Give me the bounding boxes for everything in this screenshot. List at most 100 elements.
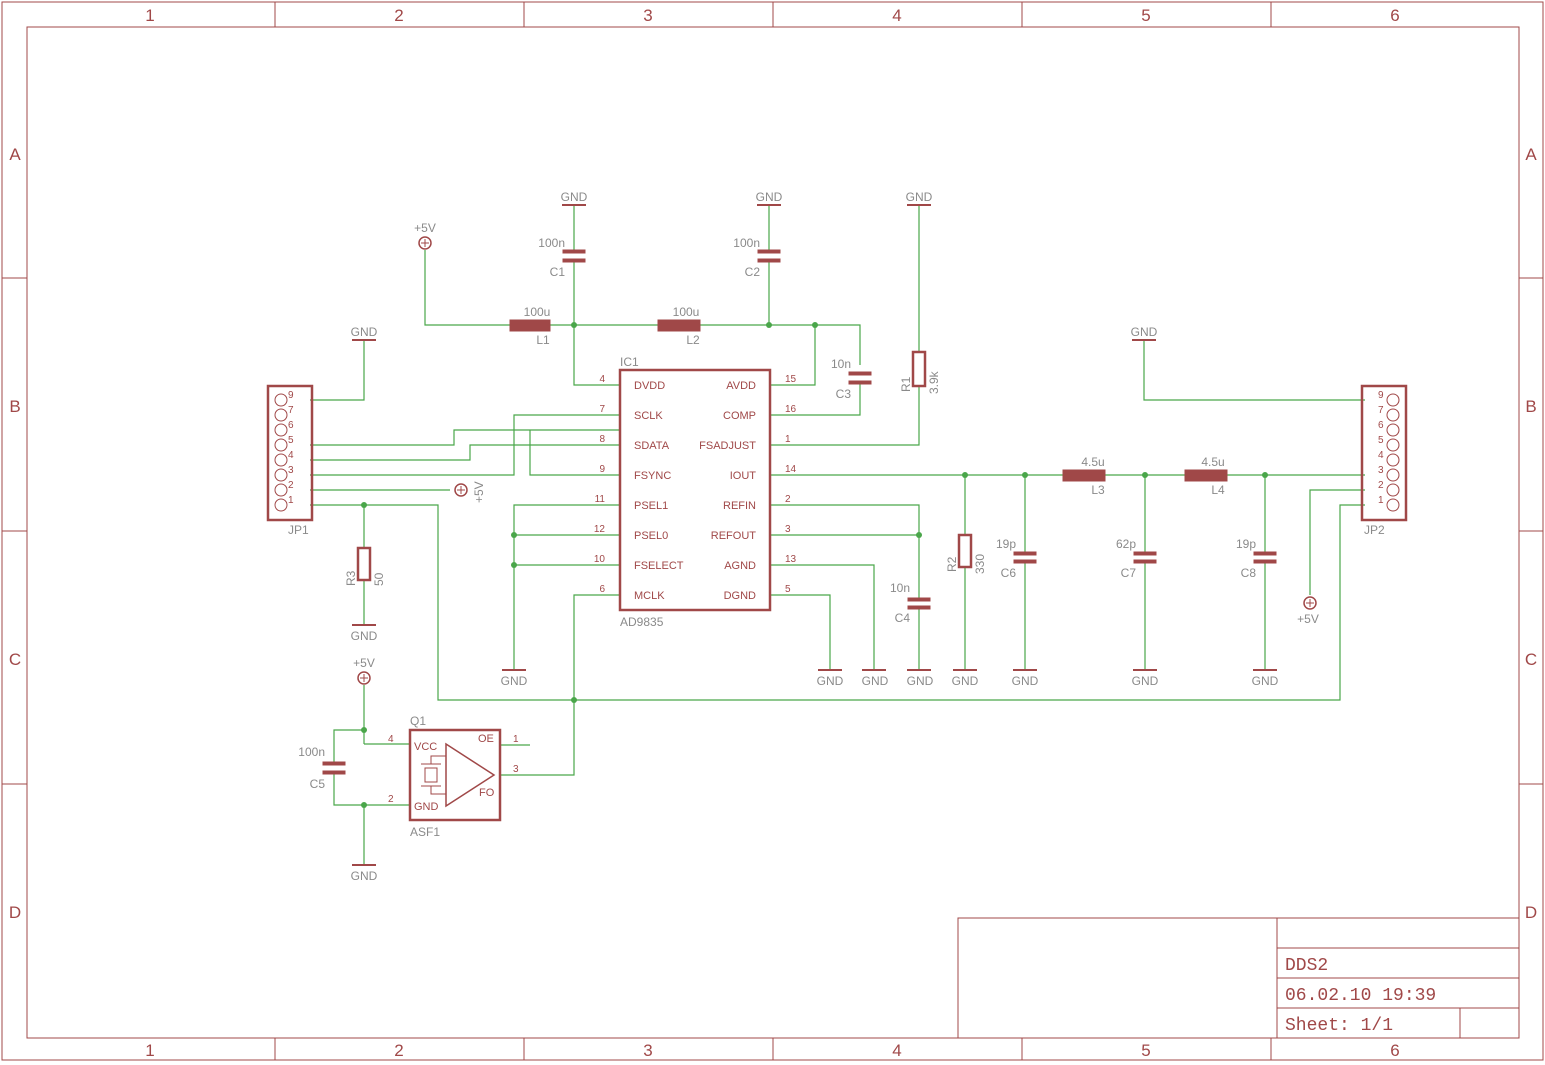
- svg-text:3: 3: [288, 465, 294, 476]
- svg-text:330: 330: [973, 554, 987, 574]
- svg-text:GND: GND: [351, 869, 378, 883]
- resistor-r3[interactable]: R3 50: [344, 546, 386, 586]
- drawing-title: DDS2: [1285, 956, 1328, 976]
- row-label-left: D: [9, 903, 21, 922]
- svg-text:9: 9: [1378, 390, 1384, 401]
- capacitor-c4[interactable]: 10n C4: [890, 581, 931, 625]
- col-label-top: 4: [892, 6, 901, 25]
- gnd-symbol: GND: [351, 325, 378, 341]
- ic1-pinnum: 15: [785, 374, 797, 385]
- svg-text:3: 3: [1378, 465, 1384, 476]
- svg-text:GND: GND: [817, 674, 844, 688]
- svg-text:GND: GND: [351, 629, 378, 643]
- wires: [310, 205, 1365, 865]
- gnd-symbol: GND: [817, 669, 844, 688]
- svg-text:+5V: +5V: [414, 221, 436, 235]
- svg-text:C1: C1: [550, 265, 566, 279]
- title-block: DDS2 06.02.10 19:39 Sheet: 1/1: [957, 917, 1520, 1039]
- row-label-right: B: [1525, 397, 1536, 416]
- ic1-pinnum: 14: [785, 464, 797, 475]
- ic1-pinnum: 16: [785, 404, 797, 415]
- svg-text:GND: GND: [501, 674, 528, 688]
- svg-text:GND: GND: [952, 674, 979, 688]
- svg-text:GND: GND: [561, 190, 588, 204]
- col-label-top: 2: [394, 6, 403, 25]
- ic1-pinnum: 4: [599, 374, 605, 385]
- svg-text:4: 4: [388, 734, 394, 745]
- svg-text:1: 1: [288, 495, 294, 506]
- svg-text:7: 7: [288, 405, 294, 416]
- capacitor-c1[interactable]: 100n C1: [538, 236, 586, 279]
- col-label-bottom: 4: [892, 1041, 901, 1060]
- svg-text:6: 6: [1378, 420, 1384, 431]
- junctions: [361, 322, 1268, 808]
- svg-text:4: 4: [1378, 450, 1384, 461]
- svg-text:GND: GND: [756, 190, 783, 204]
- capacitor-c6[interactable]: 19p C6: [996, 537, 1037, 580]
- ic1-pin-refin: REFIN: [723, 500, 756, 512]
- svg-text:L2: L2: [686, 333, 700, 347]
- gnd-symbol: GND: [501, 669, 528, 688]
- svg-text:1: 1: [513, 734, 519, 745]
- svg-text:19p: 19p: [996, 537, 1016, 551]
- ic1-ad9835[interactable]: IC1 AD9835 DVDD SCLK SDATA FSYNC PSEL1 P…: [594, 355, 797, 629]
- svg-text:6: 6: [288, 420, 294, 431]
- svg-text:L3: L3: [1091, 483, 1105, 497]
- svg-text:GND: GND: [1131, 325, 1158, 339]
- svg-text:C2: C2: [745, 265, 761, 279]
- svg-text:C6: C6: [1001, 566, 1017, 580]
- svg-text:R2: R2: [945, 556, 959, 572]
- jp2-name: JP2: [1364, 523, 1385, 537]
- svg-text:3.9k: 3.9k: [927, 370, 941, 394]
- resistor-r2[interactable]: R2 330: [945, 533, 987, 574]
- capacitor-c5[interactable]: 100n C5: [298, 745, 346, 791]
- svg-text:100u: 100u: [524, 305, 551, 319]
- svg-text:3: 3: [513, 764, 519, 775]
- sheet-number: Sheet: 1/1: [1285, 1016, 1393, 1036]
- gnd-symbol: GND: [906, 190, 933, 206]
- gnd-symbol: GND: [1131, 325, 1158, 341]
- ic1-pin-refout: REFOUT: [711, 530, 757, 542]
- svg-text:GND: GND: [907, 674, 934, 688]
- capacitor-c2[interactable]: 100n C2: [733, 236, 781, 279]
- gnd-symbol: GND: [1132, 669, 1159, 688]
- svg-text:1: 1: [1378, 495, 1384, 506]
- svg-text:100n: 100n: [733, 236, 760, 250]
- jp1-name: JP1: [288, 523, 309, 537]
- svg-text:L4: L4: [1211, 483, 1225, 497]
- capacitor-c8[interactable]: 19p C8: [1236, 537, 1277, 580]
- resistor-r1[interactable]: R1 3.9k: [899, 350, 941, 394]
- vcc-symbol: +5V: [353, 656, 375, 685]
- oscillator-q1[interactable]: Q1 ASF1 VCC GND OE FO 4 2 1 3: [388, 714, 519, 839]
- gnd-symbol: GND: [952, 669, 979, 688]
- svg-text:9: 9: [288, 390, 294, 401]
- ic1-pin-sclk: SCLK: [634, 410, 663, 422]
- svg-text:R1: R1: [899, 376, 913, 392]
- vcc-symbol: +5V: [414, 221, 436, 250]
- svg-text:OE: OE: [478, 733, 494, 745]
- svg-text:2: 2: [288, 480, 294, 491]
- inductor-l4[interactable]: 4.5u L4: [1184, 455, 1228, 497]
- svg-text:19p: 19p: [1236, 537, 1256, 551]
- row-label-left: C: [9, 650, 21, 669]
- ic1-pinnum: 1: [785, 434, 791, 445]
- inductor-l1[interactable]: 100u L1: [509, 305, 551, 347]
- col-label-top: 3: [643, 6, 652, 25]
- ic1-pin-psel0: PSEL0: [634, 530, 668, 542]
- capacitor-c7[interactable]: 62p C7: [1116, 537, 1157, 580]
- svg-text:4.5u: 4.5u: [1201, 455, 1224, 469]
- col-label-top: 1: [145, 6, 154, 25]
- ic1-pin-agnd: AGND: [724, 560, 756, 572]
- gnd-symbol: GND: [561, 190, 588, 206]
- svg-text:100n: 100n: [298, 745, 325, 759]
- inductor-l2[interactable]: 100u L2: [657, 305, 701, 347]
- svg-text:100u: 100u: [673, 305, 700, 319]
- inductor-l3[interactable]: 4.5u L3: [1062, 455, 1106, 497]
- connector-jp1[interactable]: 9 7 6 5 4 3 2 1 JP1: [266, 384, 314, 537]
- row-label-right: A: [1525, 145, 1537, 164]
- q1-value: ASF1: [410, 825, 440, 839]
- capacitor-c3[interactable]: 10n C3: [831, 357, 872, 401]
- ic1-pinnum: 12: [594, 524, 606, 535]
- connector-jp2[interactable]: 9 7 6 5 4 3 2 1 JP2: [1360, 384, 1408, 537]
